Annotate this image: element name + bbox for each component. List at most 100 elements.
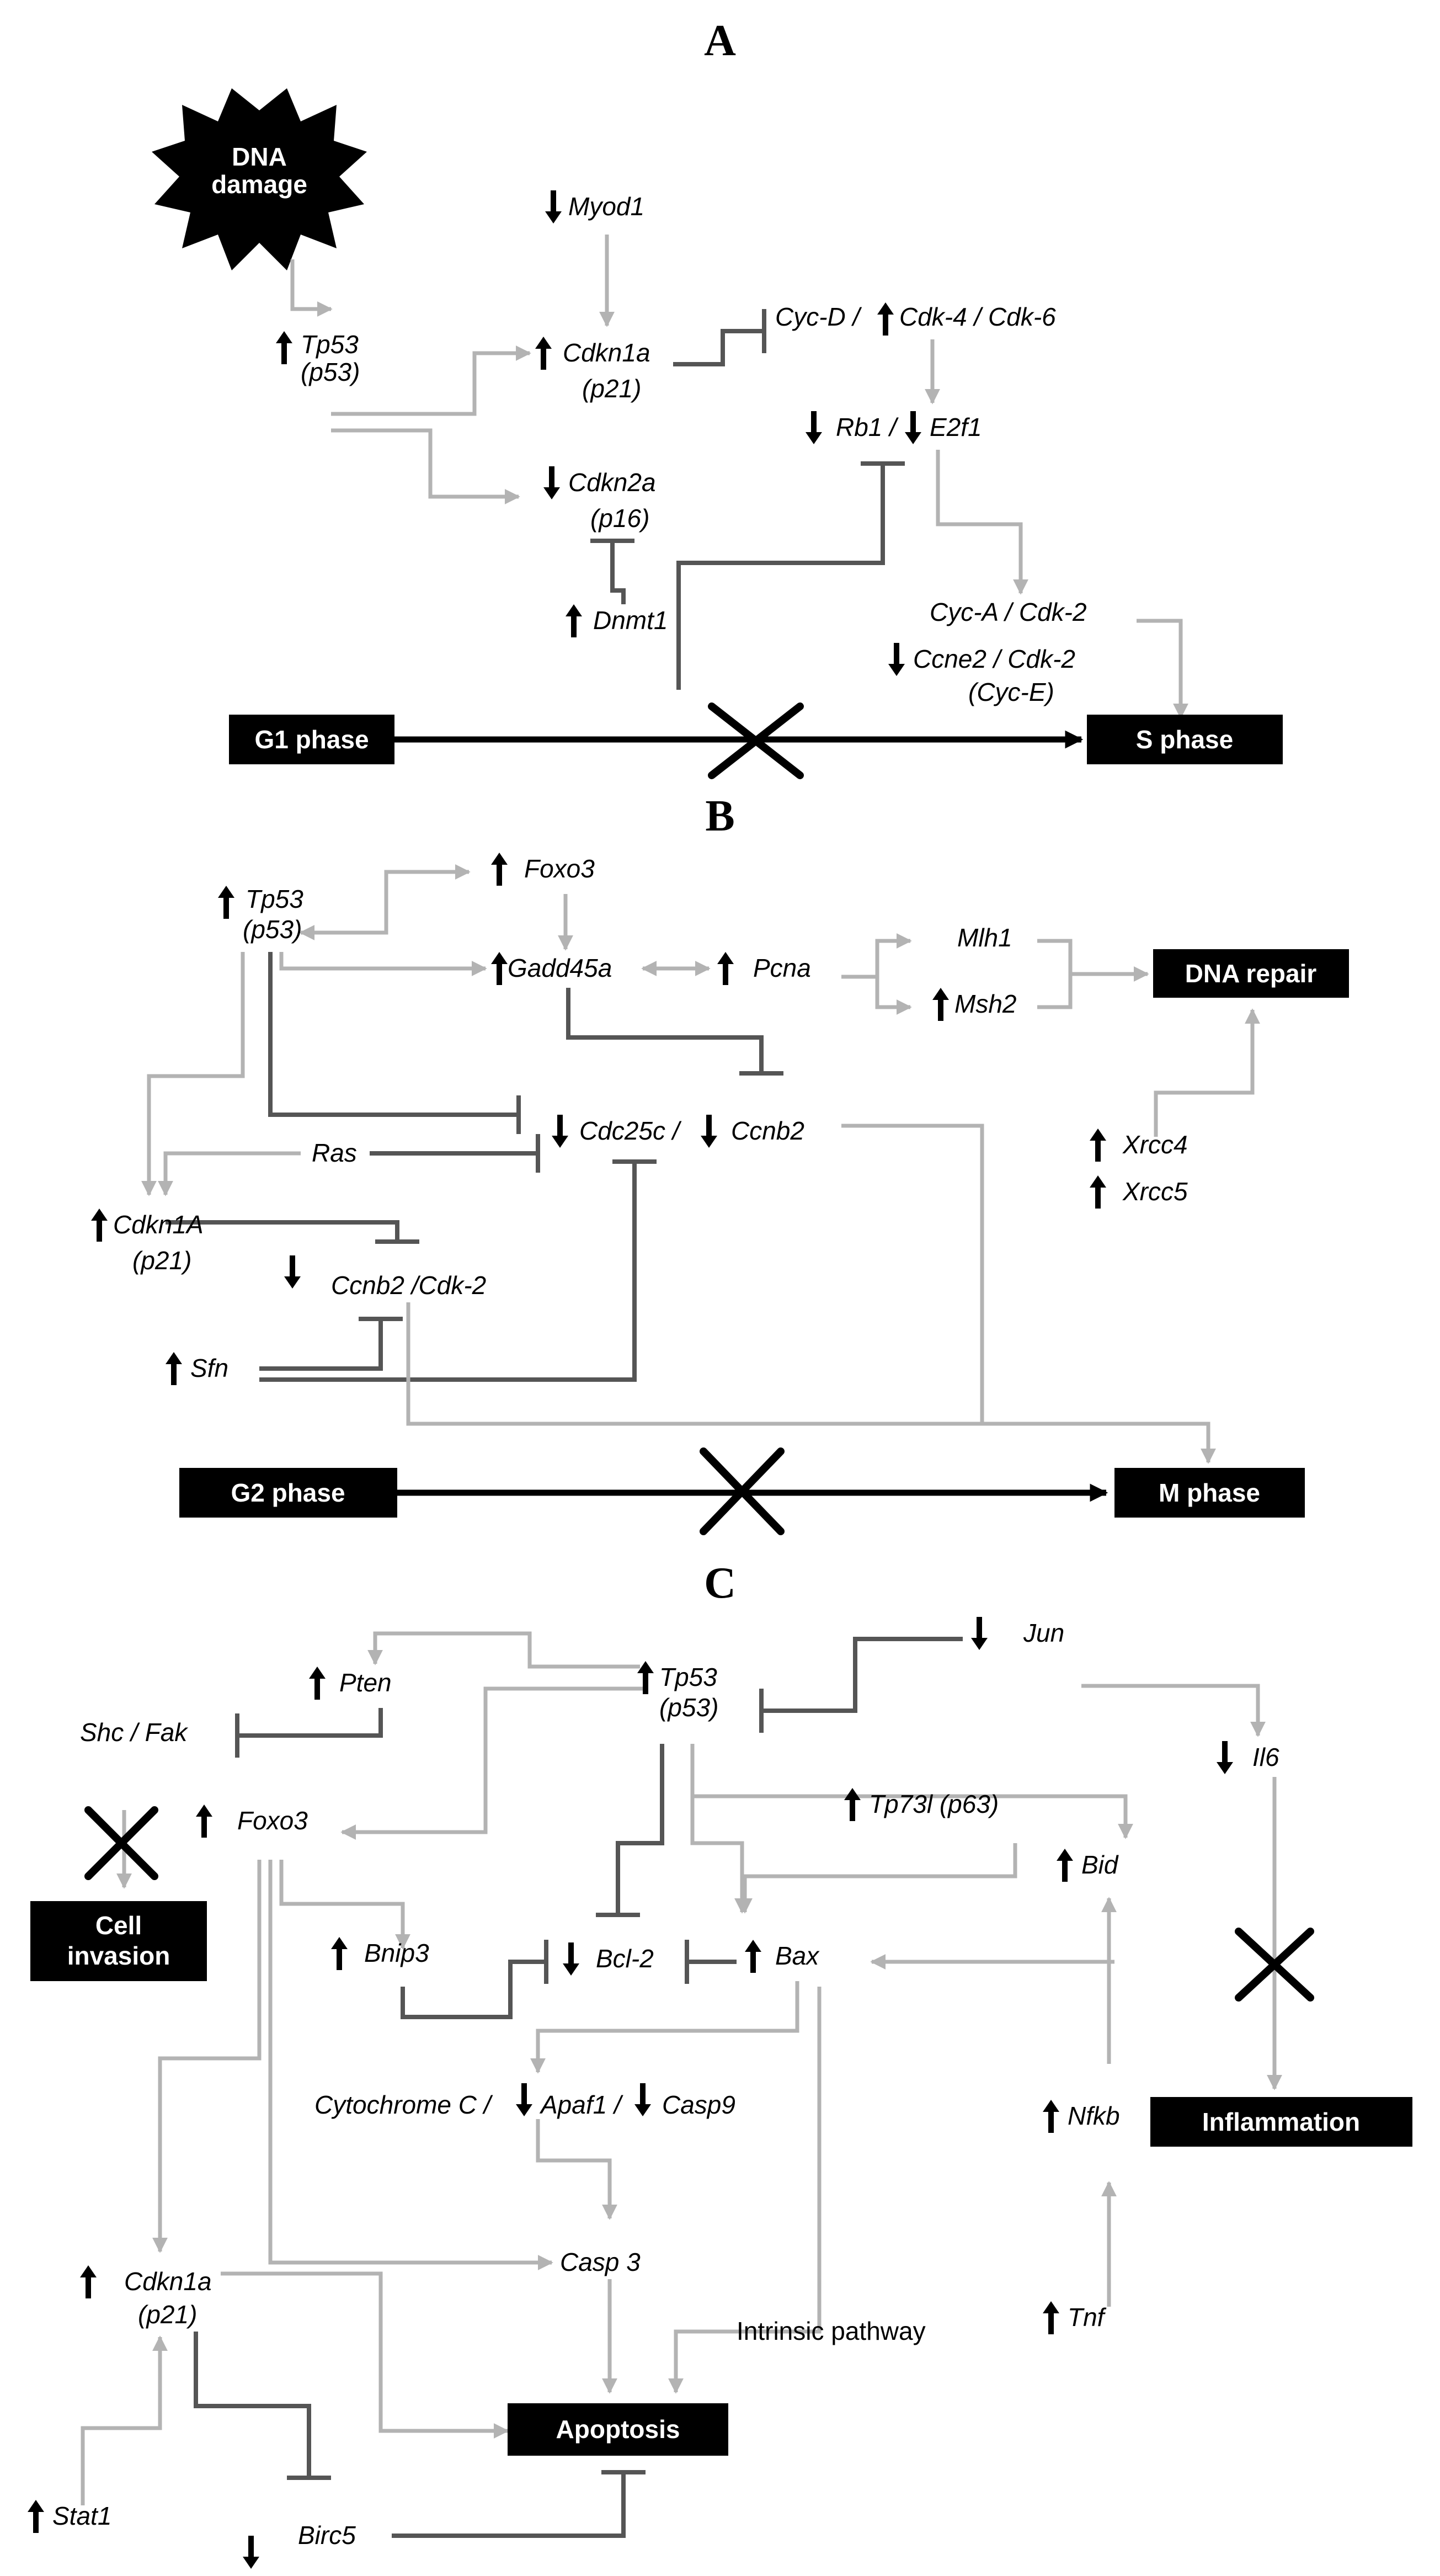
edge-tp53-cdkn1a bbox=[331, 345, 531, 416]
apoptosis-label: Apoptosis bbox=[556, 2415, 680, 2444]
gene-tp53-c: Tp53 bbox=[659, 1663, 717, 1691]
panel-a-label: A bbox=[704, 17, 736, 65]
nfkb-up-arrow-icon bbox=[1043, 2100, 1059, 2133]
edge-cdkn1a-apoptosis bbox=[221, 2271, 509, 2439]
intrinsic-pathway-label: Intrinsic pathway bbox=[737, 2317, 926, 2345]
dna-damage-line1: DNA bbox=[232, 142, 287, 171]
gene-msh2: Msh2 bbox=[954, 989, 1016, 1018]
gene-cyca-cdk2: Cyc-A / Cdk-2 bbox=[930, 598, 1087, 626]
tp53-b-up-arrow-icon bbox=[218, 886, 234, 919]
bid-up-arrow-icon bbox=[1057, 1849, 1073, 1882]
gene-il6: Il6 bbox=[1252, 1743, 1279, 1771]
gene-xrcc5: Xrcc5 bbox=[1122, 1177, 1188, 1206]
gene-tp53-a: Tp53 bbox=[301, 330, 359, 359]
birc5-down-arrow-icon bbox=[243, 2536, 259, 2569]
bnip3-up-arrow-icon bbox=[331, 1937, 348, 1970]
edge-cyca-sphase bbox=[1137, 619, 1188, 719]
edge-damage-tp53 bbox=[290, 259, 333, 317]
edge-tp53-gadd45a bbox=[279, 952, 487, 976]
apoptosis-box bbox=[508, 2403, 728, 2456]
gene-cytochrome-c: Cytochrome C / bbox=[314, 2090, 493, 2119]
cell-invasion-line2: invasion bbox=[67, 1941, 170, 1970]
inhibit-bnip3-bcl2 bbox=[401, 1960, 546, 2019]
edge-tp53-foxo3 bbox=[340, 1686, 643, 1840]
gene-rb1: Rb1 / bbox=[836, 413, 899, 441]
myod1-down-arrow-icon bbox=[545, 190, 562, 223]
apaf1-down-arrow-icon bbox=[516, 2083, 532, 2116]
cdkn1a-c-up-arrow-icon bbox=[80, 2265, 97, 2298]
gene-cdkn1a-a-alias: (p21) bbox=[582, 374, 641, 403]
cdkn1a-up-arrow-icon bbox=[535, 337, 552, 370]
gene-cdk46: Cdk-4 / Cdk-6 bbox=[899, 302, 1056, 331]
gene-foxo3-b: Foxo3 bbox=[524, 854, 595, 883]
gene-cdkn1a-c: Cdkn1a bbox=[124, 2267, 212, 2296]
edge-ras-cdkn1a bbox=[158, 1151, 301, 1196]
gene-cdc25c: Cdc25c / bbox=[579, 1116, 682, 1145]
gene-jun: Jun bbox=[1023, 1619, 1064, 1647]
inhibit-dnmt1-rb1 bbox=[676, 464, 885, 690]
gene-tp53-c-alias: (p53) bbox=[659, 1693, 718, 1722]
edge-tp53-bid bbox=[690, 1744, 1133, 1839]
tp73l-up-arrow-icon bbox=[844, 1788, 861, 1821]
gene-casp3: Casp 3 bbox=[560, 2248, 641, 2276]
edge-apaf1-casp3 bbox=[536, 2119, 617, 2220]
gene-sfn: Sfn bbox=[190, 1354, 228, 1382]
inhibit-cdkn1a-birc5 bbox=[194, 2332, 311, 2478]
gadd45a-up-arrow-icon bbox=[491, 952, 508, 985]
gene-tp53-b-alias: (p53) bbox=[243, 915, 302, 944]
tp53-up-arrow-icon bbox=[276, 331, 292, 364]
edge-mlh1-msh2-join bbox=[1037, 939, 1073, 1009]
edge-foxo3-bnip3 bbox=[279, 1860, 410, 1950]
inhibit-tp53-bcl2 bbox=[616, 1744, 664, 1915]
gene-xrcc4: Xrcc4 bbox=[1122, 1130, 1188, 1159]
edge-jun-il6 bbox=[1081, 1684, 1266, 1737]
gene-ccnb2-cdk2: Ccnb2 /Cdk-2 bbox=[331, 1271, 486, 1300]
gene-apaf1: Apaf1 / bbox=[539, 2090, 623, 2119]
gene-bcl2: Bcl-2 bbox=[596, 1944, 654, 1973]
edge-tp53-cdkn2a bbox=[331, 428, 520, 504]
gene-ras: Ras bbox=[312, 1138, 357, 1167]
jun-down-arrow-icon bbox=[971, 1617, 988, 1650]
g1-phase-box bbox=[229, 715, 394, 764]
inhibit-jun-tp53 bbox=[761, 1637, 963, 1713]
edge-stat1-cdkn1a bbox=[81, 2335, 168, 2505]
foxo3-c-up-arrow-icon bbox=[196, 1805, 212, 1838]
g2-m-block-cross-icon bbox=[700, 1447, 785, 1535]
e2f1-down-arrow-icon bbox=[905, 411, 921, 444]
gene-casp9: Casp9 bbox=[662, 2090, 735, 2119]
xrcc5-up-arrow-icon bbox=[1090, 1175, 1106, 1209]
ccnb2cdk2-down-arrow-icon bbox=[284, 1255, 301, 1289]
cdc25c-down-arrow-icon bbox=[552, 1115, 568, 1148]
s-phase-box bbox=[1087, 715, 1283, 764]
edge-tp73l-bax bbox=[737, 1843, 1017, 1914]
gene-pcna: Pcna bbox=[753, 954, 811, 982]
edge-intrinsic-apoptosis bbox=[668, 1987, 822, 2394]
gene-tp53-b: Tp53 bbox=[246, 885, 303, 913]
g1-phase-label: G1 phase bbox=[254, 725, 369, 754]
gene-pten: Pten bbox=[339, 1668, 392, 1697]
gene-tnf: Tnf bbox=[1068, 2303, 1107, 2332]
dnmt1-up-arrow-icon bbox=[566, 604, 582, 637]
gene-dnmt1: Dnmt1 bbox=[593, 606, 668, 635]
g2-phase-box bbox=[179, 1468, 397, 1518]
edge-bax-cytochromec bbox=[530, 1981, 799, 2074]
casp9-down-arrow-icon bbox=[634, 2083, 651, 2116]
inflammation-label: Inflammation bbox=[1202, 2107, 1360, 2136]
edge-tp53-pten bbox=[367, 1631, 640, 1669]
gene-cycd: Cyc-D / bbox=[775, 302, 862, 331]
stat1-up-arrow-icon bbox=[28, 2500, 44, 2533]
il6-down-arrow-icon bbox=[1217, 1741, 1233, 1774]
invasion-block-cross-icon bbox=[84, 1806, 158, 1880]
gene-cyce: (Cyc-E) bbox=[968, 678, 1054, 706]
s-phase-label: S phase bbox=[1136, 725, 1233, 754]
edge-pcna-msh2 bbox=[875, 977, 912, 1015]
g2-phase-label: G2 phase bbox=[231, 1478, 345, 1507]
edge-ccnb2-mphase bbox=[841, 1124, 1216, 1464]
edge-pcna-mlh1 bbox=[841, 933, 912, 979]
inhibit-sfn-cdc25c bbox=[259, 1162, 637, 1382]
inhibit-pten-shcfak bbox=[237, 1708, 383, 1738]
dna-damage-line2: damage bbox=[211, 170, 307, 199]
bcl2-down-arrow-icon bbox=[563, 1942, 579, 1976]
inhibit-tp53-cdc25c bbox=[268, 952, 519, 1117]
